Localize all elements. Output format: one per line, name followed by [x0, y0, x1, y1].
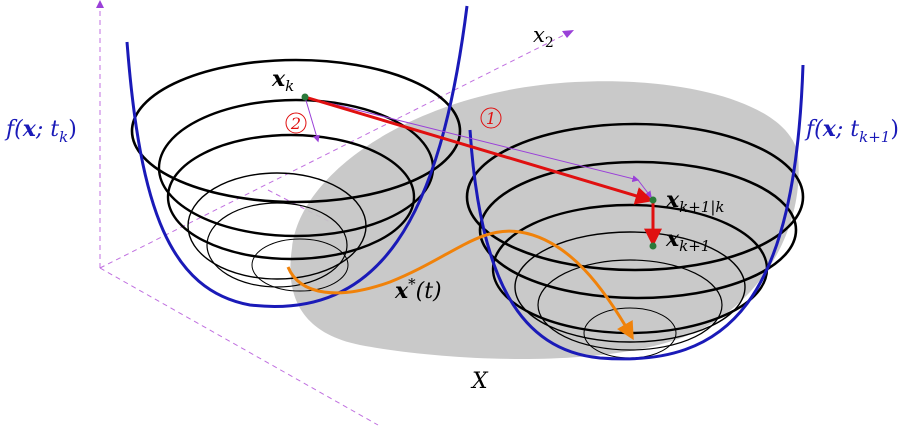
- right-level-2: [478, 160, 798, 300]
- f-left-label: f(x; tk): [4, 116, 77, 146]
- step-one-label: 1: [486, 109, 496, 128]
- x2-axis: [99, 32, 569, 269]
- left-bowl: [125, 5, 469, 308]
- left-level-5: [206, 202, 348, 288]
- optimal-trajectory: [286, 229, 634, 341]
- left-level-4: [187, 172, 367, 280]
- left-bowl-outline: [125, 5, 469, 308]
- prediction-arrow: [304, 95, 654, 205]
- vertical-axis-arrowhead: [96, 0, 104, 8]
- left-level-top: [130, 58, 462, 204]
- step-one-arrow: [304, 96, 640, 183]
- x2-axis-arrowhead: [562, 30, 574, 38]
- f-right-label: f(x; tk+1): [804, 116, 899, 146]
- step-two-arrow: [304, 96, 320, 143]
- xk1k-label: xk+1|k: [665, 187, 724, 216]
- left-level-3: [166, 133, 416, 261]
- feasible-set-label: X: [470, 369, 489, 394]
- left-level-6: [251, 238, 349, 292]
- step-two-label: 2: [290, 114, 301, 133]
- right-level-5: [537, 259, 723, 351]
- xstar-label: x*(t): [394, 275, 442, 304]
- right-level-4: [514, 231, 746, 343]
- xk-label: xk: [271, 66, 294, 95]
- x2-axis-label: x2: [533, 23, 554, 51]
- point-xk: [301, 93, 309, 101]
- right-bowl-outline: [468, 64, 805, 361]
- step-two-badge: 2: [285, 112, 307, 134]
- right-level-top: [465, 122, 805, 272]
- point-xk1: [649, 242, 657, 250]
- xk1-label: xk+1: [665, 226, 710, 255]
- step-one-badge: 1: [480, 107, 502, 129]
- point-xk1k: [649, 196, 657, 204]
